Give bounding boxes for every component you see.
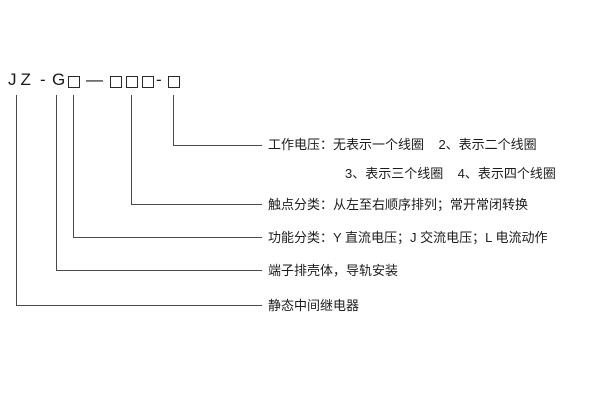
label-relay-type: 静态中间继电器 [268, 298, 360, 313]
code-dash-1: - [40, 70, 50, 89]
code-placeholder-box-contact-1 [110, 76, 122, 88]
code-placeholder-box-function [68, 76, 80, 88]
label-working-voltage-line2: 3、表示三个线圈 4、表示四个线圈 [345, 166, 556, 181]
connector-hline-function-class [73, 237, 262, 238]
code-placeholder-box-voltage [168, 76, 180, 88]
code-dash-3: - [156, 70, 166, 89]
connector-hline-contact-class [131, 204, 262, 205]
code-prefix: JZ [8, 70, 35, 89]
label-contact-class: 触点分类：从左至右顺序排列；常开常闭转换 [268, 197, 529, 212]
connector-vline-relay-type [16, 95, 17, 305]
connector-hline-working-voltage [173, 145, 262, 146]
label-working-voltage-line1: 工作电压：无表示一个线圈 2、表示二个线圈 [268, 137, 537, 152]
connector-vline-function-class [73, 95, 74, 237]
code-dash-2: — [86, 70, 107, 89]
code-placeholder-box-contact-3 [142, 76, 154, 88]
connector-vline-working-voltage [173, 95, 174, 145]
label-housing: 端子排壳体，导轨安装 [268, 263, 399, 278]
connector-hline-relay-type [16, 305, 262, 306]
connector-vline-contact-class [131, 95, 132, 204]
code-series-letter: G [52, 70, 70, 89]
label-function-class: 功能分类：Y 直流电压；J 交流电压；L 电流动作 [268, 230, 548, 245]
connector-vline-housing [56, 95, 57, 270]
code-placeholder-box-contact-2 [126, 76, 138, 88]
connector-hline-housing [56, 270, 262, 271]
